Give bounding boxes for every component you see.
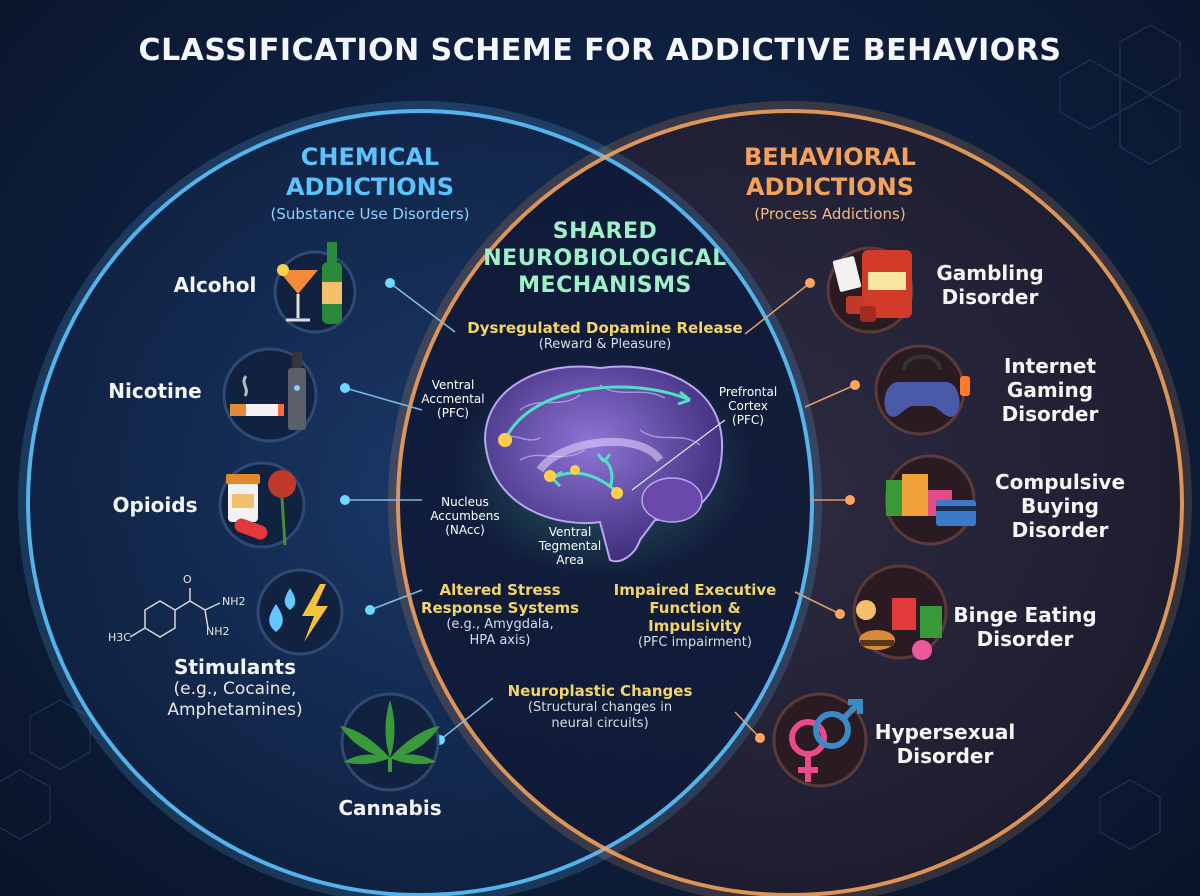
mechanism-stress: Altered Stress Response Systems (e.g., A… (410, 581, 590, 649)
label-prefrontal-2: Cortex (728, 399, 768, 413)
game-controller-headset-icon (884, 354, 970, 417)
mechanism-executive-title-2: Function & (649, 599, 741, 617)
chemical-circle-border (26, 109, 814, 896)
behavioral-connector-dots (755, 278, 860, 743)
behavioral-circle-border (396, 109, 1184, 896)
cigarette-vape-icon (230, 352, 306, 430)
mechanism-neuroplastic-desc-2: neural circuits) (551, 716, 649, 731)
mechanism-dopamine-desc: (Reward & Pleasure) (538, 337, 672, 352)
shared-heading-line-3: MECHANISMS (518, 273, 692, 298)
brain-illustration (453, 358, 753, 578)
mechanism-neuroplastic-title: Neuroplastic Changes (507, 682, 693, 700)
label-nucleus-accumbens: Nucleus Accumbens (NAcc) (420, 495, 510, 537)
shared-heading-line-1: SHARED (552, 219, 658, 244)
molecule-h3c: H3C (108, 631, 131, 644)
chemical-item-cannabis: Cannabis (338, 796, 442, 820)
label-nucleus-2: Accumbens (430, 509, 500, 523)
label-ventral-tegmental: Ventral Tegmental Area (525, 525, 615, 567)
label-prefrontal-3: (PFC) (732, 413, 764, 427)
behavioral-subheading: (Process Addictions) (754, 205, 906, 223)
buying-line-2: Buying (1021, 494, 1099, 518)
label-vta-3: Area (556, 553, 584, 567)
mechanism-dopamine-title: Dysregulated Dopamine Release (467, 319, 743, 337)
chemical-subheading: (Substance Use Disorders) (270, 205, 470, 223)
chemical-connectors (344, 282, 494, 741)
mechanism-stress-title-1: Altered Stress (439, 581, 561, 599)
gaming-line-2: Gaming (1006, 378, 1094, 402)
label-vta-2: Tegmental (538, 539, 602, 553)
shopping-bags-card-icon (886, 474, 976, 526)
hypersexual-line-1: Hypersexual (874, 720, 1016, 744)
stimulants-sub-line-2: Amphetamines) (167, 700, 303, 720)
mechanism-stress-title-2: Response Systems (420, 599, 580, 617)
molecule-nh2-top: NH2 (222, 595, 246, 608)
stimulants-label: Stimulants (174, 655, 296, 679)
gender-symbols-icon (789, 699, 863, 782)
molecule-nh2-bottom: NH2 (206, 625, 230, 638)
chemical-item-nicotine: Nicotine (108, 379, 202, 403)
shared-heading-line-2: NEUROBIOLOGICAL (483, 246, 727, 271)
drops-lightning-icon (269, 584, 328, 642)
pill-poppy-icon (226, 470, 296, 546)
label-ventral-accmental: Ventral Accmental (PFC) (408, 378, 498, 420)
slot-machine-cards-dice-icon (832, 250, 912, 322)
label-ventral-accmental-2: Accmental (421, 392, 485, 406)
shared-heading: SHARED NEUROBIOLOGICAL MECHANISMS (470, 218, 740, 299)
behavioral-item-gaming: Internet Gaming Disorder (990, 354, 1110, 426)
label-vta-1: Ventral (548, 525, 592, 539)
buying-line-1: Compulsive (995, 470, 1126, 494)
fast-food-icon (856, 598, 942, 660)
mechanism-executive-title-3: Impulsivity (648, 617, 742, 635)
chemical-heading: CHEMICAL ADDICTIONS (270, 142, 470, 202)
label-prefrontal-cortex: Prefrontal Cortex (PFC) (708, 385, 788, 427)
behavioral-heading-line-1: BEHAVIORAL (744, 143, 916, 171)
cocktail-bottle-icon (277, 242, 342, 324)
label-nucleus-1: Nucleus (441, 495, 489, 509)
stimulants-sub-line-1: (e.g., Cocaine, (173, 679, 297, 699)
chemical-item-opioids: Opioids (112, 493, 198, 517)
page-title: CLASSIFICATION SCHEME FOR ADDICTIVE BEHA… (138, 33, 1062, 68)
buying-line-3: Disorder (1011, 518, 1109, 542)
molecule-oxygen: O (183, 573, 192, 586)
gaming-line-1: Internet (1003, 354, 1097, 378)
behavioral-connectors (734, 282, 856, 739)
chemical-heading-line-2: ADDICTIONS (285, 173, 455, 201)
molecule-structure (129, 588, 221, 638)
label-nucleus-3: (NAcc) (445, 523, 485, 537)
chemical-item-alcohol: Alcohol (173, 273, 257, 297)
label-ventral-accmental-3: (PFC) (437, 406, 469, 420)
mechanism-executive-title-1: Impaired Executive (613, 581, 777, 599)
mechanism-executive: Impaired Executive Function & Impulsivit… (605, 581, 785, 651)
behavioral-item-buying: Compulsive Buying Disorder (995, 470, 1125, 542)
mechanism-stress-desc-2: HPA axis) (469, 633, 531, 648)
mechanism-executive-desc: (PFC impairment) (638, 635, 752, 650)
chemical-heading-line-1: CHEMICAL (300, 143, 440, 171)
mechanism-dopamine: Dysregulated Dopamine Release (Reward & … (440, 319, 770, 353)
mechanism-neuroplastic: Neuroplastic Changes (Structural changes… (480, 682, 720, 732)
label-ventral-accmental-1: Ventral (431, 378, 475, 392)
mechanism-neuroplastic-desc-1: (Structural changes in (527, 700, 673, 715)
gambling-line-2: Disorder (941, 285, 1039, 309)
binge-line-2: Disorder (976, 627, 1074, 651)
behavioral-heading-line-2: ADDICTIONS (745, 173, 915, 201)
chemical-connector-dots (340, 278, 445, 745)
cannabis-leaf-icon (340, 700, 440, 772)
behavioral-item-binge: Binge Eating Disorder (950, 603, 1100, 651)
behavioral-item-gambling: Gambling Disorder (935, 261, 1045, 309)
chemical-item-stimulants: Stimulants (e.g., Cocaine, Amphetamines) (140, 655, 330, 721)
overlap-fill (398, 111, 812, 895)
gaming-line-3: Disorder (1001, 402, 1099, 426)
behavioral-heading: BEHAVIORAL ADDICTIONS (720, 142, 940, 202)
hypersexual-line-2: Disorder (896, 744, 994, 768)
behavioral-item-hypersexual: Hypersexual Disorder (865, 720, 1025, 768)
label-prefrontal-1: Prefrontal (718, 385, 778, 399)
mechanism-stress-desc-1: (e.g., Amygdala, (446, 617, 554, 632)
gambling-line-1: Gambling (936, 261, 1044, 285)
binge-line-1: Binge Eating (953, 603, 1097, 627)
